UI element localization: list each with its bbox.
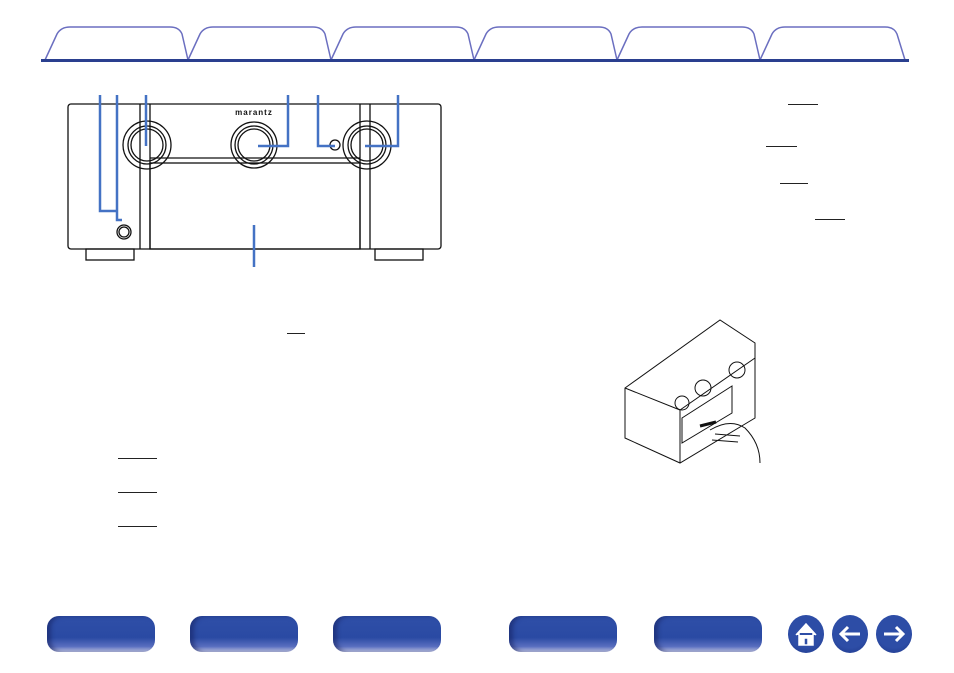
page-link[interactable] (118, 526, 157, 527)
door-open-illustration (624, 319, 761, 464)
footer-nav-button-1[interactable] (47, 616, 155, 652)
callout-lines (98, 95, 400, 267)
tab-6[interactable] (759, 26, 906, 61)
tab-3[interactable] (330, 26, 475, 61)
tab-baseline (41, 59, 909, 62)
home-button[interactable] (788, 615, 824, 653)
page-link[interactable] (766, 146, 797, 147)
page-link[interactable] (287, 333, 305, 334)
tab-5[interactable] (616, 26, 761, 61)
footer-nav-button-3[interactable] (333, 616, 441, 652)
tab-4[interactable] (473, 26, 618, 61)
tab-1[interactable] (44, 26, 189, 61)
front-panel-illustration: marantz (67, 95, 442, 267)
arrow-left-icon (838, 625, 860, 643)
page-link[interactable] (788, 104, 818, 105)
page-link[interactable] (118, 492, 157, 493)
page-link[interactable] (118, 458, 157, 459)
page-link[interactable] (780, 183, 808, 184)
footer-nav-button-2[interactable] (190, 616, 298, 652)
back-button[interactable] (832, 615, 868, 653)
home-icon (795, 622, 817, 646)
forward-button[interactable] (876, 615, 912, 653)
footer-nav-button-5[interactable] (654, 616, 762, 652)
page-link[interactable] (815, 219, 845, 220)
tab-2[interactable] (187, 26, 332, 61)
brand-logo: marantz (235, 108, 273, 117)
footer-nav-button-4[interactable] (509, 616, 617, 652)
tab-bar (41, 26, 909, 62)
arrow-right-icon (884, 625, 906, 643)
